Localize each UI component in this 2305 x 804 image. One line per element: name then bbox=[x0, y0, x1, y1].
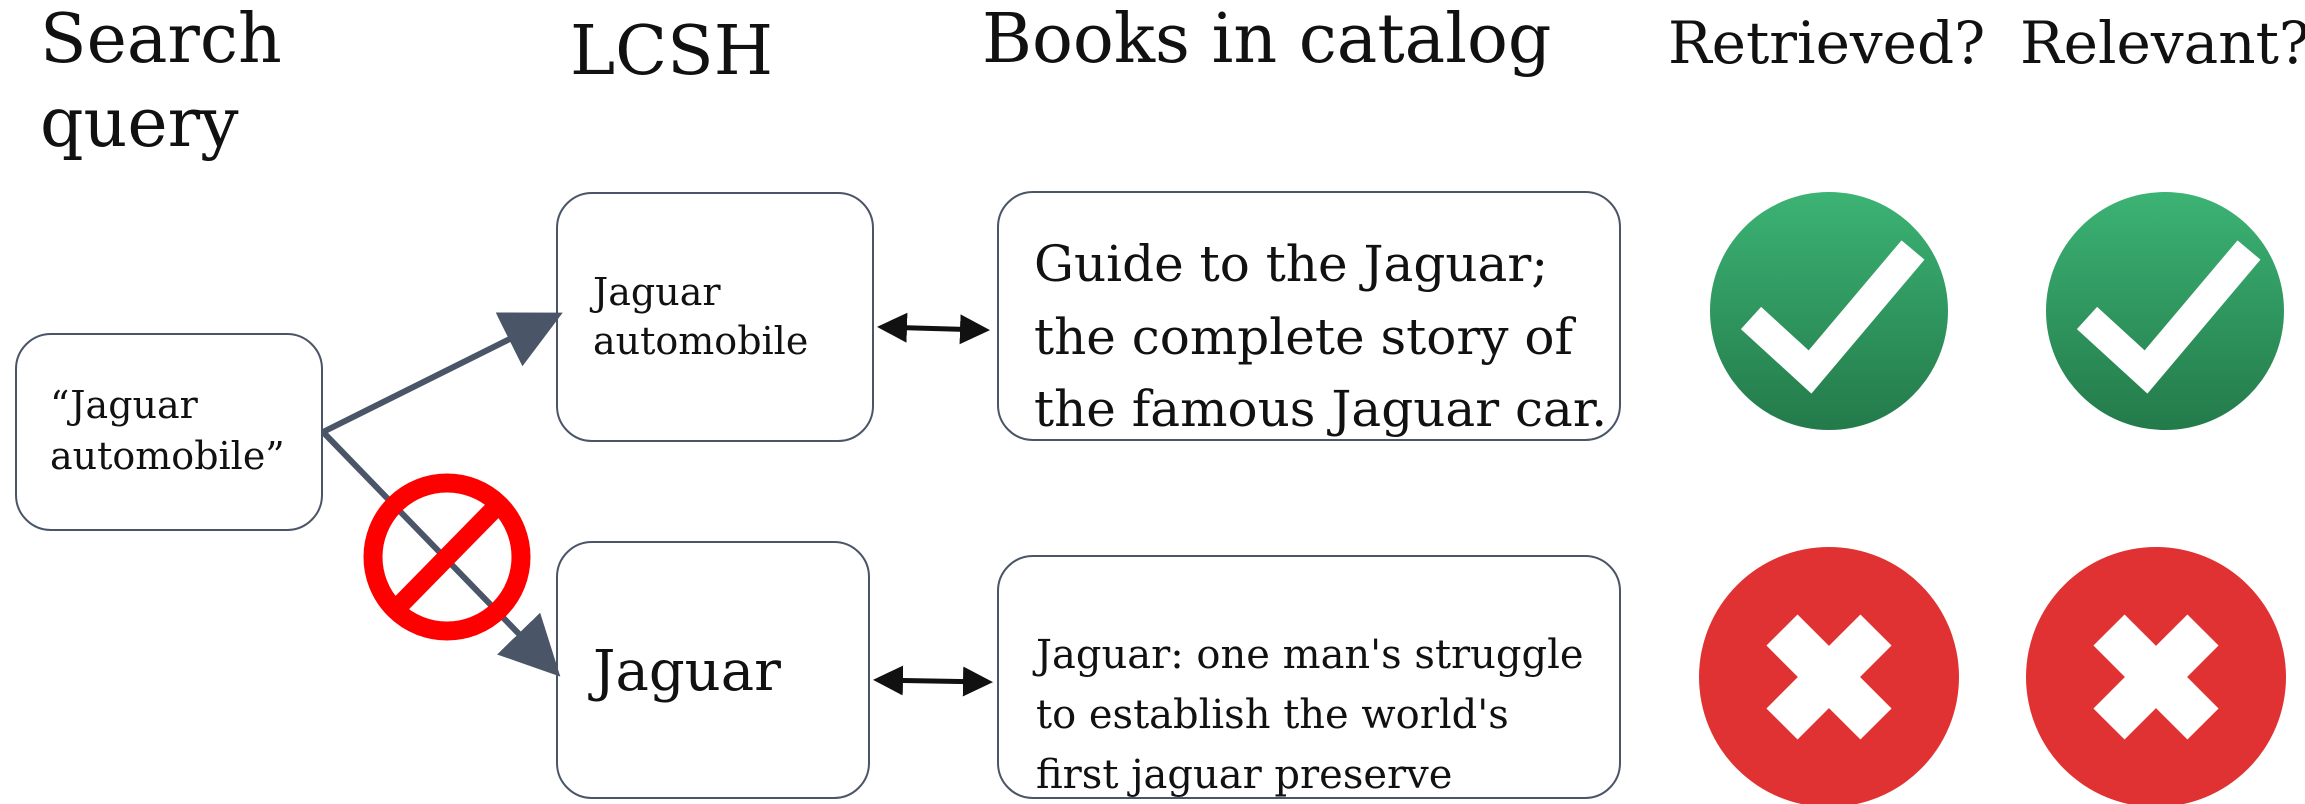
query-box bbox=[15, 333, 323, 531]
book-box-guide-to-the-jaguar bbox=[997, 191, 1621, 441]
header-relevant: Relevant? bbox=[2020, 9, 2305, 77]
book-box-jaguar-struggle: Jaguar: one man's struggle to establish … bbox=[997, 555, 1621, 799]
book-box-2-text: Jaguar: one man's struggle to establish … bbox=[1036, 625, 1584, 798]
lcsh-box-jaguar-automobile-text: Jaguar automobile bbox=[593, 268, 808, 367]
query-box-line-1: “Jaguar bbox=[50, 383, 198, 427]
double-arrow-row-1 bbox=[877, 312, 990, 345]
query-box-line-2: automobile” bbox=[50, 434, 285, 479]
arrow-to-jaguar bbox=[320, 429, 561, 677]
cross-icon-retrieved-row-2 bbox=[1699, 547, 1959, 804]
lcsh-box-2-line-1: Jaguar bbox=[593, 639, 781, 704]
lcsh-box-1-line-1: Jaguar bbox=[593, 270, 721, 314]
book-box-2-line-3: first jaguar preserve bbox=[1036, 752, 1453, 798]
lcsh-box-1-line-2: automobile bbox=[593, 319, 809, 364]
header-search-query-line-2: query bbox=[40, 84, 239, 164]
prohibit-icon bbox=[363, 473, 531, 641]
header-books-in-catalog: Books in catalog bbox=[982, 0, 1552, 79]
lcsh-box-jaguar-text: Jaguar bbox=[593, 638, 781, 705]
lcsh-box-jaguar-automobile bbox=[556, 192, 874, 442]
check-icon-relevant-row-1 bbox=[2046, 192, 2284, 430]
book-box-2-line-1: Jaguar: one man's struggle bbox=[1036, 632, 1584, 678]
book-box-1-text: Guide to the Jaguar; the complete story … bbox=[1034, 228, 1607, 446]
cross-icon-relevant-row-2 bbox=[2026, 547, 2286, 804]
lcsh-box-jaguar bbox=[556, 541, 870, 799]
header-retrieved: Retrieved? bbox=[1668, 9, 1986, 77]
query-box-text: “Jaguar automobile” bbox=[50, 380, 285, 483]
book-box-2-line-2: to establish the world's bbox=[1036, 692, 1509, 738]
check-icon-retrieved-row-1 bbox=[1710, 192, 1948, 430]
double-arrow-row-2 bbox=[873, 665, 993, 697]
book-box-1-line-3: the famous Jaguar car. bbox=[1034, 380, 1608, 438]
header-search-query: Search query bbox=[40, 0, 282, 167]
header-lcsh: LCSH bbox=[570, 12, 774, 91]
arrow-to-jaguar-automobile bbox=[321, 312, 563, 435]
book-box-1-line-2: the complete story of bbox=[1034, 307, 1573, 366]
header-search-query-line-1: Search bbox=[40, 0, 282, 79]
book-box-1-line-1: Guide to the Jaguar; bbox=[1034, 235, 1549, 293]
